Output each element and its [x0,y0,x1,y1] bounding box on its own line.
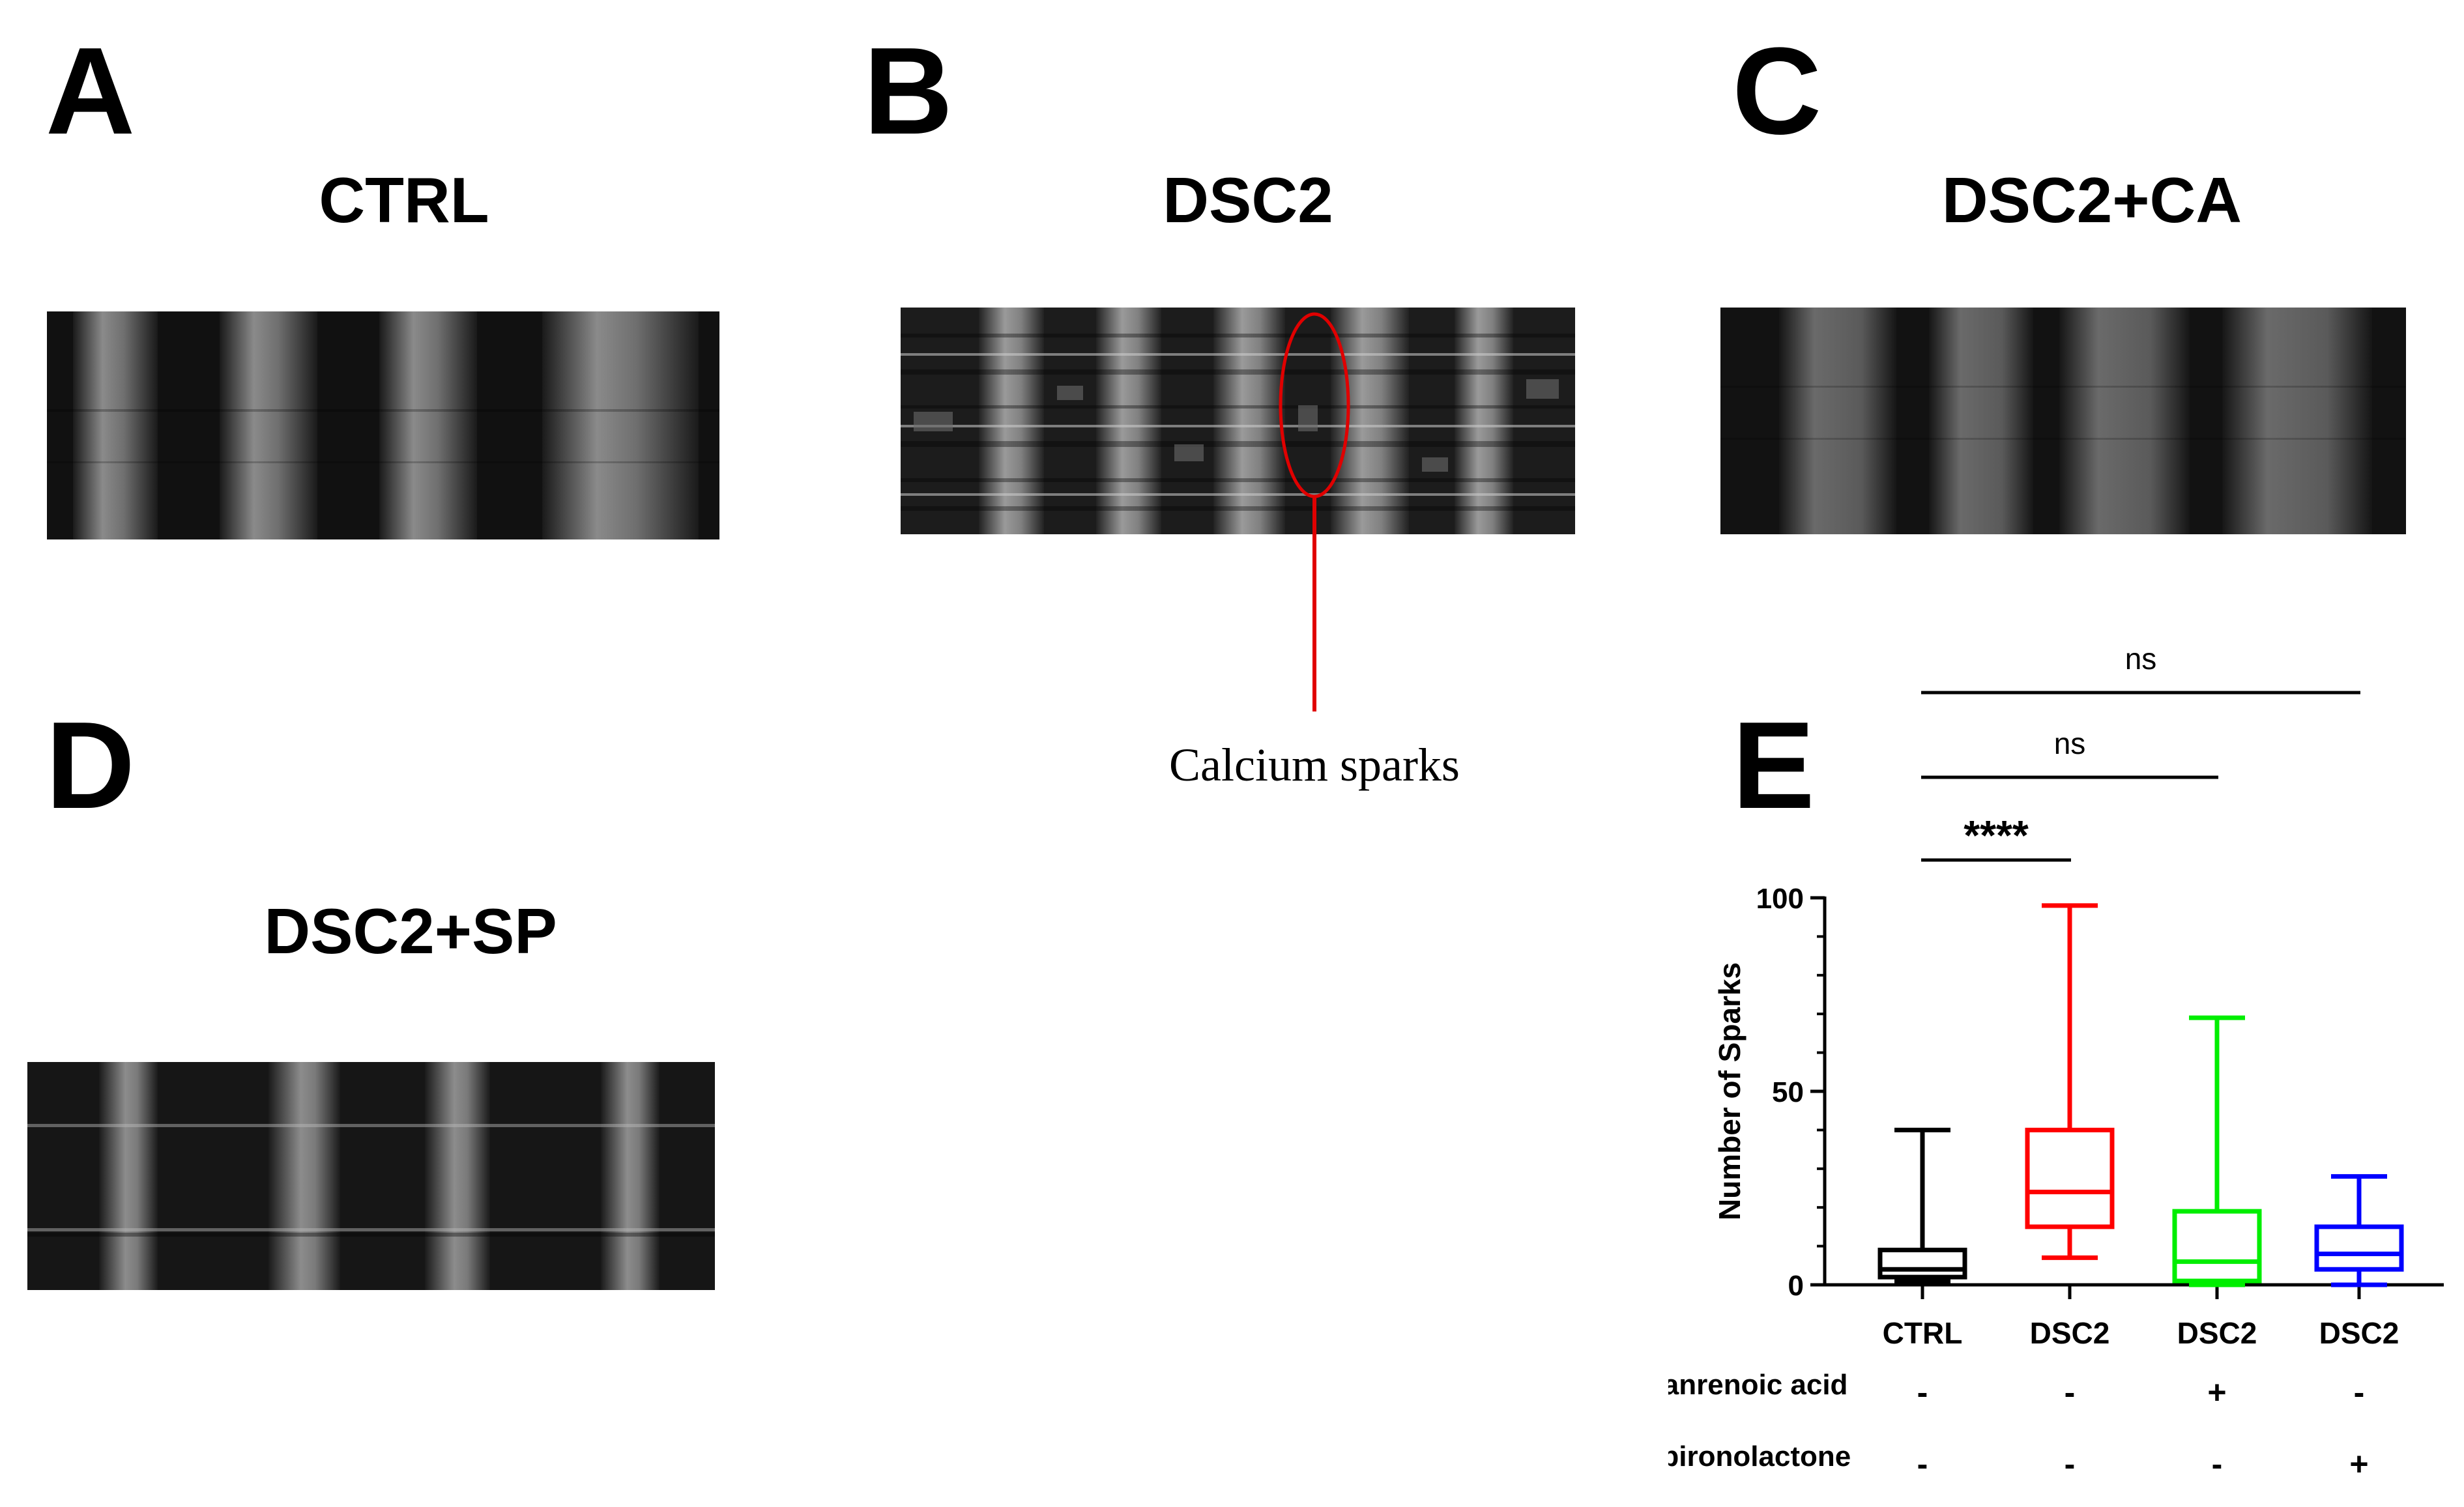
calcium-sparks-label: Calcium sparks [1169,739,1460,791]
x-category-label: DSC2 [2030,1316,2110,1350]
treatment-value: - [2065,1374,2076,1411]
panel-letter-e: E [1732,696,1815,835]
panel-letter-b: B [863,22,953,160]
spark-ellipse [1279,312,1350,498]
panel-title-dsc2-ca: DSC2+CA [1941,164,2242,236]
linescan-image-ctrl [47,311,719,539]
significance-label: ns [2125,642,2157,676]
panel-letter-a: A [46,22,136,160]
panel-letter-c: C [1732,22,1822,160]
x-category-label: DSC2 [2177,1316,2257,1350]
box [2025,1127,2115,1229]
treatment-value: - [2065,1446,2076,1482]
box [1877,1248,1967,1280]
x-category-label: CTRL [1883,1316,1963,1350]
treatment-value: + [2207,1374,2226,1411]
significance-label: **** [1964,812,2029,859]
y-tick-label: 100 [1756,883,1804,915]
significance-label: ns [2054,726,2086,760]
y-tick-label: 50 [1772,1076,1804,1108]
panel-title-dsc2: DSC2 [1163,164,1333,236]
x-category-label: DSC2 [2319,1316,2399,1350]
linescan-image-dsc2 [901,308,1575,534]
treatment-value: - [1917,1446,1928,1482]
box [2314,1224,2404,1272]
y-tick-label: 0 [1788,1270,1804,1302]
treatment-label: Spironolactone [1668,1441,1851,1472]
treatment-value: - [2354,1374,2365,1411]
treatment-value: + [2349,1446,2368,1482]
treatment-value: - [2212,1446,2223,1482]
treatment-label: Canrenoic acid [1668,1369,1848,1401]
y-axis-label: Number of Sparks [1713,962,1747,1220]
panel-letter-d: D [46,696,136,835]
linescan-image-dsc2-ca [1720,308,2406,534]
panel-title-ctrl: CTRL [319,164,489,236]
treatment-value: - [1917,1374,1928,1411]
box [2172,1209,2262,1284]
linescan-image-dsc2-sp [27,1062,715,1290]
panel-title-dsc2-sp: DSC2+SP [264,895,557,967]
